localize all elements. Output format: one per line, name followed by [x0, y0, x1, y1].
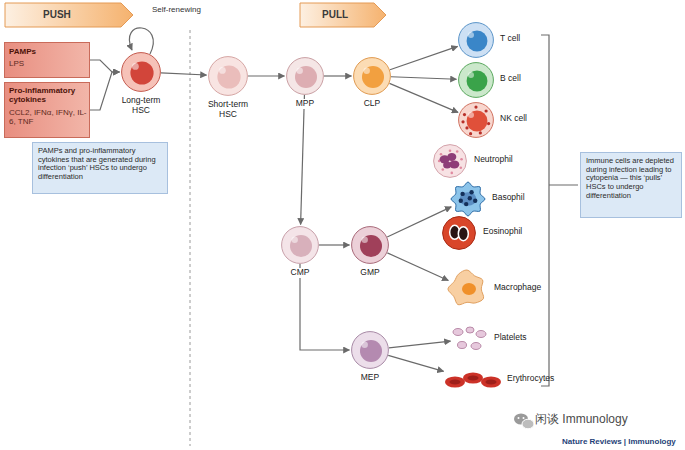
myeloid-cell: Basophil	[450, 182, 486, 216]
node-label: MEP	[343, 373, 397, 383]
node-label: MPP	[278, 99, 332, 109]
cell-shape	[452, 326, 488, 352]
node-label: Eosinophil	[483, 227, 553, 237]
node-label: T cell	[500, 34, 570, 44]
stem-cell: Short-term HSC	[208, 56, 248, 96]
stimulus-box: PAMPsLPS	[4, 42, 90, 78]
node-label: Macrophage	[494, 283, 564, 293]
node-label: PAMPs	[9, 47, 89, 56]
cell-shape	[281, 226, 319, 264]
arrow-connector	[389, 83, 458, 112]
cell-shape	[450, 182, 486, 216]
source-credit: Nature Reviews | Immunology	[562, 437, 676, 446]
cell-shape	[445, 368, 501, 392]
progenitor-cell: MEP	[351, 331, 389, 369]
annotation-text: Self-renewing	[152, 5, 201, 14]
wechat-icon	[514, 414, 534, 429]
arrow-connector	[90, 60, 120, 72]
arrow-connector	[161, 73, 207, 75]
stimulus-box: Pro-inflammatory cytokinesCCL2, IFNα, IF…	[4, 82, 90, 138]
cell-shape	[458, 62, 494, 98]
cell-shape	[208, 56, 248, 96]
note-box: Immune cells are depleted during infecti…	[580, 152, 682, 218]
note-box: PAMPs and pro-inflammatory cytokines tha…	[32, 142, 168, 194]
node-label: Long-term HSC	[113, 96, 169, 116]
cell-shape	[458, 22, 494, 58]
node-label: Platelets	[494, 333, 564, 343]
cell-shape	[121, 52, 161, 92]
progenitor-cell: CLP	[353, 57, 391, 95]
push-arrow: PUSH	[5, 3, 133, 27]
group-bracket	[541, 35, 578, 386]
node-label: Erythrocytes	[507, 374, 577, 384]
pull-arrow: PULL	[300, 3, 386, 27]
self-renewal-loop	[129, 28, 153, 54]
cell-shape	[444, 270, 490, 308]
arrow-connector	[391, 77, 457, 80]
arrow-connector	[387, 207, 451, 237]
erythrocyte-group: Erythrocytes	[445, 368, 501, 392]
cell-shape	[351, 226, 389, 264]
arrow-connector	[390, 46, 458, 69]
arrow-connector	[319, 244, 350, 245]
node-detail: LPS	[9, 59, 89, 68]
cell-shape	[351, 331, 389, 369]
watermark: 闲谈 Immunology	[535, 413, 628, 427]
cell-shape	[286, 57, 324, 95]
node-label: CLP	[345, 99, 399, 109]
arrow-connector	[301, 95, 305, 225]
node-label: Short-term HSC	[200, 100, 256, 120]
arrow-connector	[324, 75, 352, 76]
progenitor-cell: GMP	[351, 226, 389, 264]
node-label: PAMPs and pro-inflammatory cytokines tha…	[38, 147, 166, 182]
cell-shape	[353, 57, 391, 95]
arrow-connector	[388, 355, 443, 371]
node-label: CMP	[273, 268, 327, 278]
arrow-connector	[389, 341, 451, 348]
cell-shape	[458, 102, 494, 138]
myeloid-cell: Eosinophil	[441, 216, 477, 250]
node-label: Pro-inflammatory cytokines	[9, 86, 89, 104]
stem-cell: Long-term HSC	[121, 52, 161, 92]
progenitor-cell: CMP	[281, 226, 319, 264]
node-label: B cell	[500, 74, 570, 84]
node-label: GMP	[343, 268, 397, 278]
divider-line	[190, 30, 191, 446]
node-label: PULL	[322, 9, 372, 21]
cell-shape	[441, 216, 477, 250]
node-label: Immune cells are depleted during infecti…	[586, 157, 680, 200]
arrow-connector	[248, 75, 285, 76]
node-label: Basophil	[492, 193, 562, 203]
myeloid-cell: Neutrophil	[432, 144, 468, 178]
myeloid-cell: Macrophage	[444, 270, 490, 308]
lymphocyte: NK cell	[458, 102, 494, 138]
progenitor-cell: MPP	[286, 57, 324, 95]
node-label: PUSH	[43, 9, 103, 21]
lymphocyte: B cell	[458, 62, 494, 98]
lymphocyte: T cell	[458, 22, 494, 58]
node-label: Neutrophil	[474, 155, 544, 165]
connector-group	[90, 46, 458, 371]
node-detail: CCL2, IFNα, IFNγ, IL-6, TNF	[9, 108, 89, 126]
platelet-group: Platelets	[452, 326, 488, 352]
node-label: NK cell	[500, 114, 570, 124]
cell-shape	[432, 144, 468, 178]
